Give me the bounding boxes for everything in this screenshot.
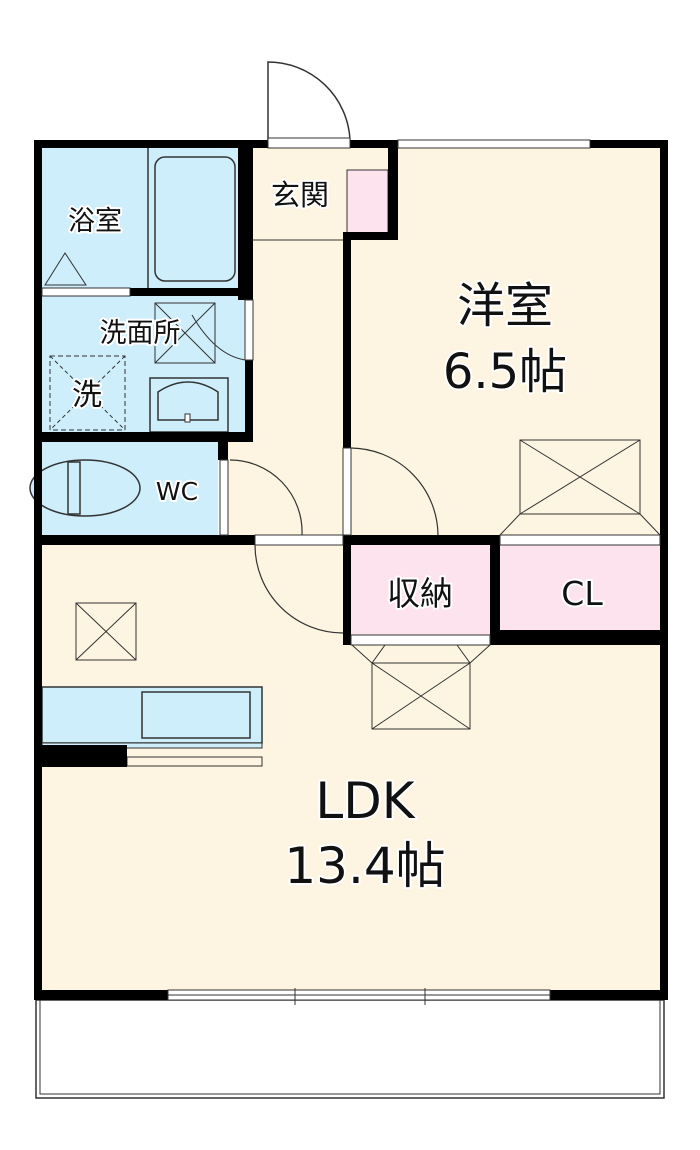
washroom-door[interactable] [191,314,246,361]
entrance-label: 玄関 [271,178,329,212]
washbasin [149,377,229,433]
western-room-size: 6.5帖 [443,344,567,400]
closet-label: CL [561,574,603,613]
ldk-name: LDK [315,772,415,830]
ldk-size: 13.4帖 [284,837,445,895]
walls [34,140,668,1000]
bathtub [154,156,236,282]
top-window [397,139,591,149]
closet-floor [500,545,660,630]
western-room-name: 洋室 [457,278,553,334]
storage-floor [351,545,490,635]
shoe-box [346,169,389,236]
western-vent [519,439,641,515]
bath-drain-icon [44,252,87,286]
kitchen-sink [141,691,251,739]
balcony [35,999,665,1099]
entrance-door[interactable] [267,61,351,141]
bath-label: 浴室 [68,206,122,237]
toilet [29,459,141,517]
storage-label: 収納 [387,574,453,613]
ldk-door[interactable] [254,544,344,634]
washer-space [49,355,126,431]
wc-door[interactable] [229,459,303,536]
ldk-vent [75,602,137,661]
washer-label: 洗 [72,378,102,413]
washroom-label: 洗面所 [100,318,181,349]
hall-floor-lower [228,442,351,545]
wc-label: WC [156,477,198,506]
western-door[interactable] [350,447,439,536]
washroom-vent [154,302,216,364]
western-floor [351,148,660,535]
ldk-vent-2 [371,662,471,730]
